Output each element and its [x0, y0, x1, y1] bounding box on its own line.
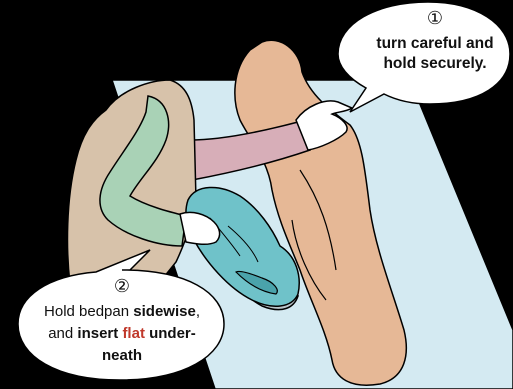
step-2-line-2-red: flat	[122, 325, 145, 342]
step-2-line-1: Hold bedpan sidewise,	[44, 303, 200, 320]
step-1-line-2: hold securely.	[383, 55, 486, 72]
step-2-line-2: and insert flat under-	[48, 325, 196, 342]
step-2-line-1-emphasis: sidewise	[133, 303, 196, 320]
step-2-line-2-prefix: and	[48, 325, 77, 342]
step-2-line-3: neath	[102, 347, 142, 364]
step-2-line-1-suffix: ,	[196, 303, 200, 320]
step-2-line-2-bold: insert	[77, 325, 122, 342]
step-1-line-1: turn careful and	[376, 35, 493, 52]
step-1-number: ①	[427, 8, 443, 28]
step-2-line-1-prefix: Hold bedpan	[44, 303, 133, 320]
step-2-line-2-suffix: under-	[145, 325, 196, 342]
step-2-number: ②	[114, 276, 130, 296]
